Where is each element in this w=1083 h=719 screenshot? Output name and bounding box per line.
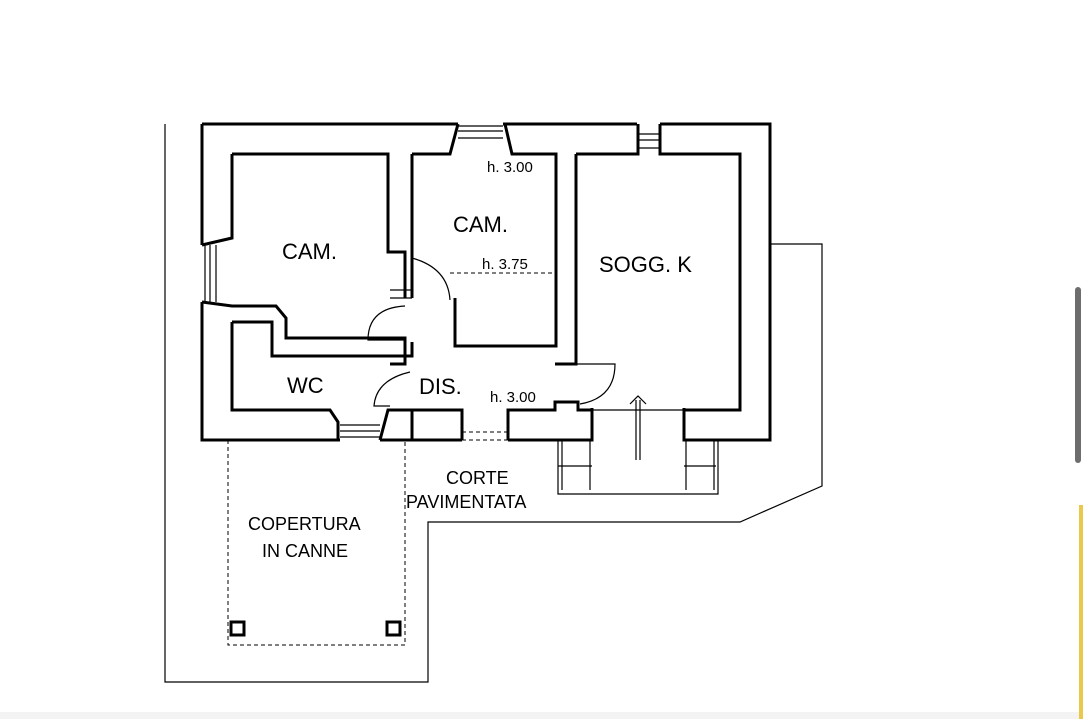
room-label-sogg: SOGG. K: [599, 252, 692, 277]
room-label-cam2: CAM.: [453, 212, 508, 237]
lot-boundary: [164, 124, 823, 683]
door-swings: [367, 257, 616, 407]
height-note-dis: h. 3.00: [490, 389, 536, 406]
entrance-steps: [557, 395, 719, 495]
copertura-label-line1: COPERTURA: [248, 514, 361, 534]
height-note-cam2-mid: h. 3.75: [482, 256, 528, 273]
room-label-dis: DIS.: [419, 374, 462, 399]
outer-walls: [200, 122, 772, 442]
room-label-cam1: CAM.: [282, 239, 337, 264]
height-note-cam2-top: h. 3.00: [487, 159, 533, 176]
right-edge-accent: [1079, 505, 1083, 719]
corte-label-line1: CORTE: [446, 468, 509, 488]
copertura-canopy: [227, 440, 406, 646]
windows: [204, 125, 660, 441]
post-left: [229, 620, 246, 637]
bottom-edge-strip: [0, 712, 1083, 719]
copertura-label-line2: IN CANNE: [262, 541, 348, 561]
scrollbar-thumb[interactable]: [1075, 287, 1081, 463]
room-label-wc: WC: [287, 373, 324, 398]
post-right: [385, 620, 402, 637]
corte-label-line2: PAVIMENTATA: [406, 492, 526, 512]
